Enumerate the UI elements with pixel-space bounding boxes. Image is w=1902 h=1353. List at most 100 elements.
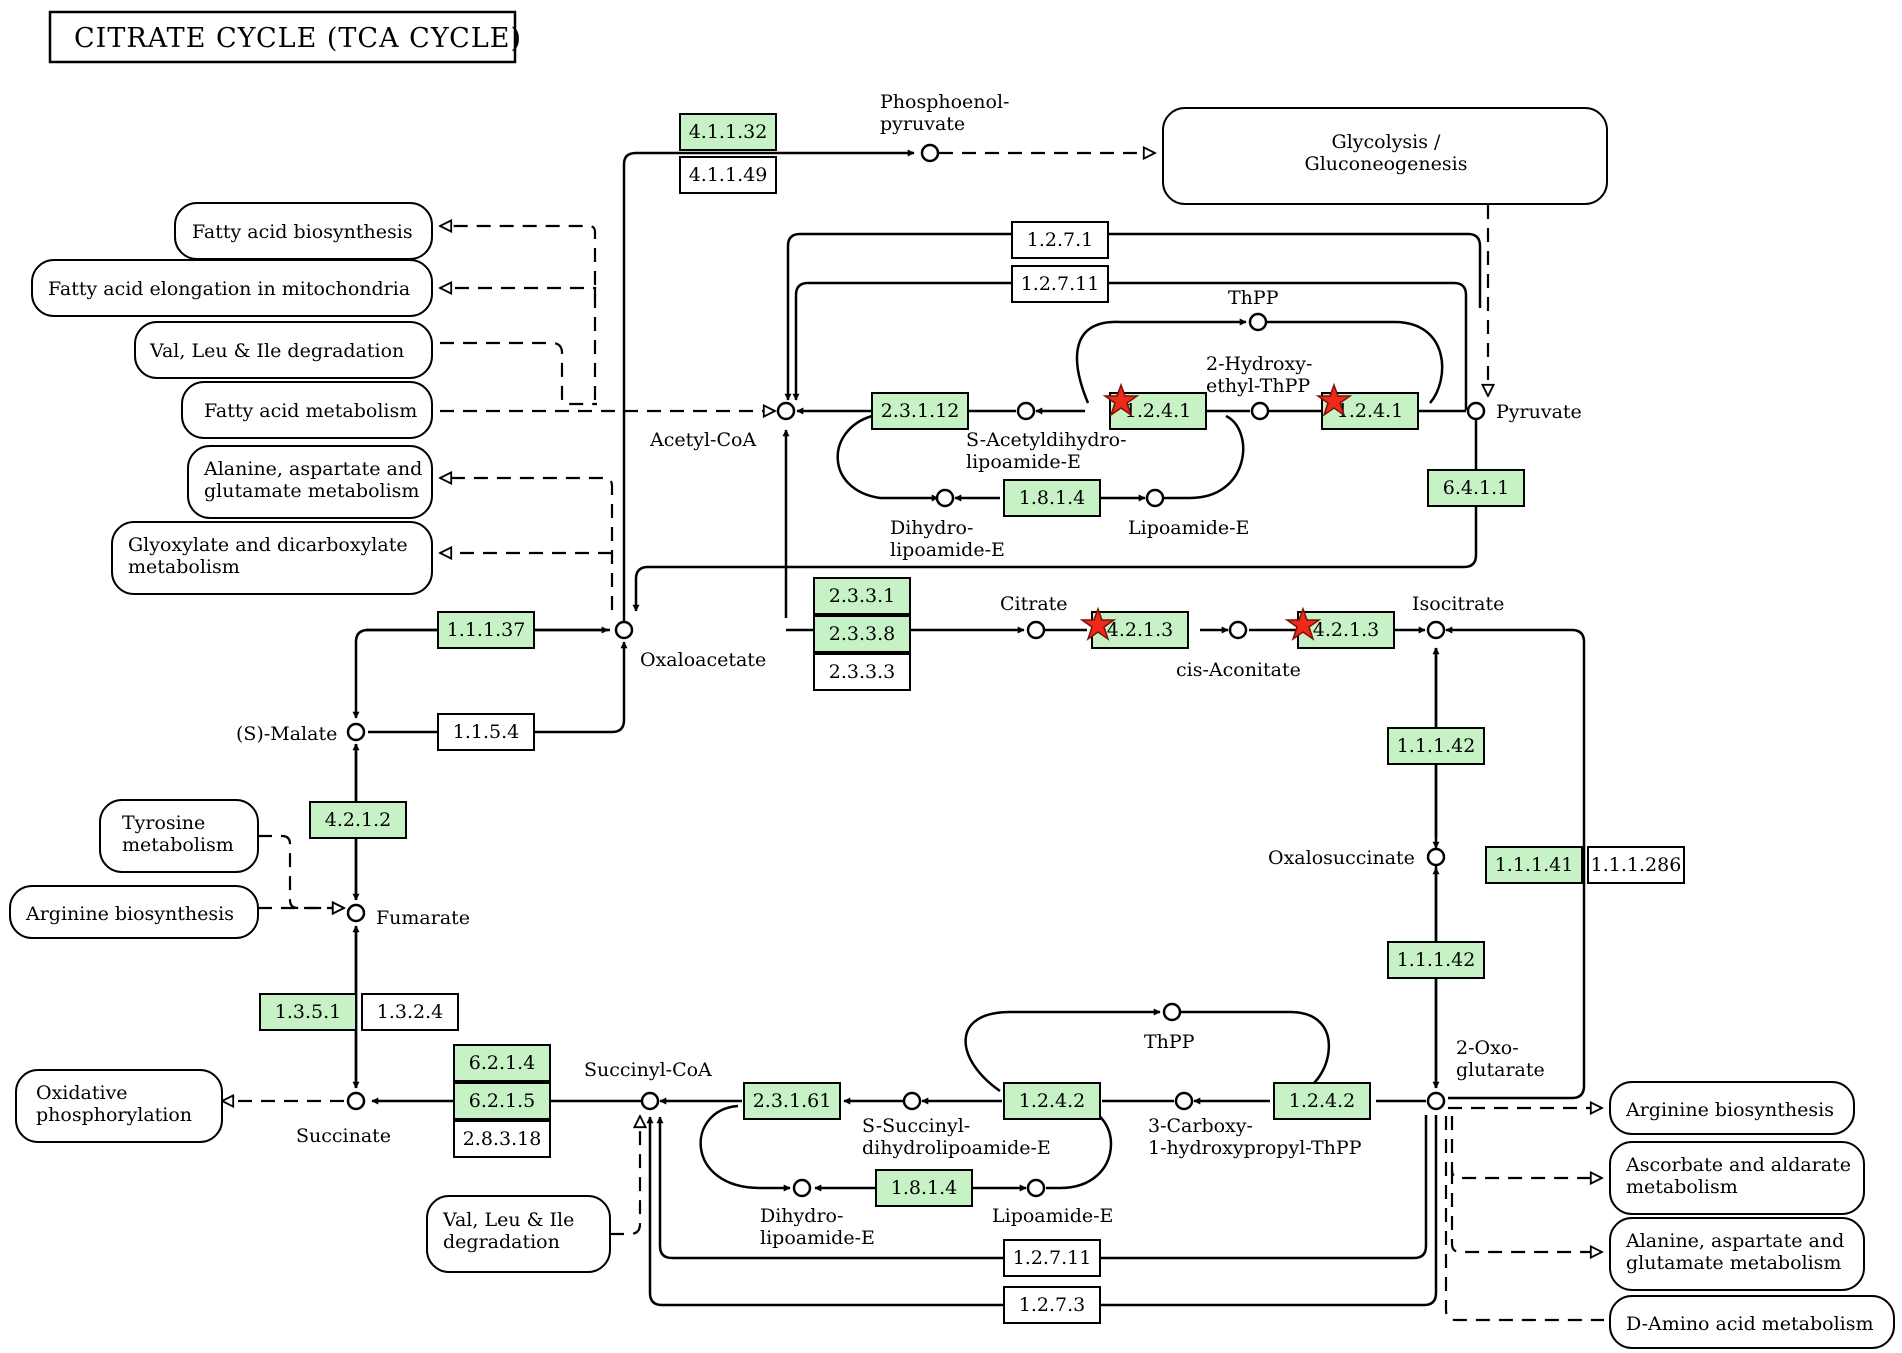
pathway-arginine-right[interactable]: Arginine biosynthesis <box>1609 1081 1855 1135</box>
enzyme-box[interactable]: 2.8.3.18 <box>453 1120 551 1158</box>
compound-nodes <box>346 143 1486 1198</box>
enzyme-boxes: 4.1.1.32 4.1.1.49 1.2.7.1 1.2.7.11 2.3.1… <box>259 113 1685 1324</box>
enzyme-box[interactable]: 2.3.3.3 <box>813 653 911 691</box>
compound-node-citrate[interactable] <box>1026 620 1046 640</box>
enzyme-box[interactable]: 1.1.1.37 <box>437 611 535 649</box>
enzyme-label: 1.2.4.1 <box>1337 400 1403 422</box>
compound-node-cis-aconitate[interactable] <box>1228 620 1248 640</box>
enzyme-box[interactable]: 1.1.1.286 <box>1587 846 1685 884</box>
enzyme-box[interactable]: 1.1.1.42 <box>1387 727 1485 765</box>
compound-node-carboxy-thpp[interactable] <box>1174 1091 1194 1111</box>
map-title: CITRATE CYCLE (TCA CYCLE) <box>48 10 521 64</box>
pathway-d-amino-acid[interactable]: D-Amino acid metabolism <box>1609 1295 1895 1349</box>
enzyme-box[interactable]: 1.1.1.42 <box>1387 941 1485 979</box>
compound-node-fumarate[interactable] <box>346 903 366 923</box>
compound-node-lipoamide-top[interactable] <box>1145 488 1165 508</box>
compound-node-dihydrolipoamide-bottom[interactable] <box>792 1178 812 1198</box>
enzyme-box[interactable]: 1.1.5.4 <box>437 713 535 751</box>
compound-node-pyruvate[interactable] <box>1466 401 1486 421</box>
enzyme-box[interactable]: 1.2.7.11 <box>1011 265 1109 303</box>
compound-node-pep[interactable] <box>920 143 940 163</box>
enzyme-box[interactable]: 2.3.3.1 <box>813 577 911 615</box>
pathway-links <box>222 153 1604 1322</box>
compound-node-lipoamide-bottom[interactable] <box>1026 1178 1046 1198</box>
enzyme-box[interactable]: 6.4.1.1 <box>1427 469 1525 507</box>
enzyme-label: 1.1.1.42 <box>1397 949 1476 971</box>
pathway-fatty-acid-metabolism[interactable]: Fatty acid metabolism <box>181 381 433 439</box>
label-oxaloacetate: Oxaloacetate <box>640 649 766 671</box>
compound-node-acetyl-coa[interactable] <box>776 401 796 421</box>
pathway-fatty-acid-biosynthesis[interactable]: Fatty acid biosynthesis <box>174 202 433 260</box>
enzyme-label: 1.8.1.4 <box>891 1177 957 1199</box>
pathway-glycolysis-label: Glycolysis /Gluconeogenesis <box>1305 131 1468 175</box>
compound-node-hydroxyethyl-thpp[interactable] <box>1250 401 1270 421</box>
star-marker <box>1102 382 1140 417</box>
compound-node-thpp-bottom[interactable] <box>1162 1002 1182 1022</box>
enzyme-label: 2.3.1.12 <box>881 400 960 422</box>
compound-node-oxalosuccinate[interactable] <box>1426 847 1446 867</box>
enzyme-box[interactable]: 1.2.7.3 <box>1003 1286 1101 1324</box>
pathway-arginine-left[interactable]: Arginine biosynthesis <box>9 885 259 939</box>
compound-node-s-malate[interactable] <box>346 722 366 742</box>
compound-node-s-succinyl[interactable] <box>902 1091 922 1111</box>
enzyme-box[interactable]: 1.2.7.11 <box>1003 1239 1101 1277</box>
enzyme-label: 1.1.1.286 <box>1591 854 1682 876</box>
compound-labels: Phosphoenol-pyruvate Acetyl-CoA S-Acetyl… <box>236 91 1582 1249</box>
enzyme-box[interactable]: 6.2.1.4 <box>453 1044 551 1082</box>
compound-node-succinate[interactable] <box>346 1091 366 1111</box>
compound-node-thpp-top[interactable] <box>1248 312 1268 332</box>
enzyme-label: 6.2.1.4 <box>469 1052 535 1074</box>
compound-node-s-acetyl[interactable] <box>1016 401 1036 421</box>
pathway-fatty-acid-elongation-label: Fatty acid elongation in mitochondria <box>48 278 410 300</box>
enzyme-box[interactable]: 1.2.4.2 <box>1273 1082 1371 1120</box>
highlight-markers <box>1079 382 1353 641</box>
enzyme-label: 1.1.1.37 <box>447 619 526 641</box>
compound-node-isocitrate[interactable] <box>1426 620 1446 640</box>
enzyme-box[interactable]: 1.3.5.1 <box>259 993 357 1031</box>
compound-node-oxaloacetate[interactable] <box>614 620 634 640</box>
pathway-val-leu-ile-top[interactable]: Val, Leu & Ile degradation <box>134 321 433 379</box>
enzyme-label: 1.2.7.1 <box>1027 229 1093 251</box>
pathway-fatty-acid-metabolism-label: Fatty acid metabolism <box>204 400 417 422</box>
enzyme-label: 1.2.7.11 <box>1021 273 1100 295</box>
enzyme-box[interactable]: 1.1.1.41 <box>1485 846 1583 884</box>
enzyme-box[interactable]: 4.2.1.2 <box>309 801 407 839</box>
pathway-val-leu-ile-top-label: Val, Leu & Ile degradation <box>149 340 404 362</box>
enzyme-label: 6.4.1.1 <box>1443 477 1509 499</box>
label-carboxy-thpp: 3-Carboxy-1-hydroxypropyl-ThPP <box>1148 1115 1362 1159</box>
compound-node-oxoglutarate[interactable] <box>1426 1091 1446 1111</box>
enzyme-label: 4.2.1.3 <box>1313 619 1379 641</box>
pathway-glycolysis[interactable]: Glycolysis /Gluconeogenesis <box>1162 107 1608 205</box>
enzyme-box[interactable]: 2.3.1.12 <box>871 392 969 430</box>
enzyme-box[interactable]: 4.2.1.3 <box>1091 611 1189 649</box>
compound-node-succinyl-coa[interactable] <box>640 1091 660 1111</box>
enzyme-box[interactable]: 1.8.1.4 <box>1003 479 1101 517</box>
pathway-fatty-acid-elongation[interactable]: Fatty acid elongation in mitochondria <box>31 259 433 317</box>
compound-node-dihydrolipoamide-top[interactable] <box>935 488 955 508</box>
enzyme-box[interactable]: 4.2.1.3 <box>1297 611 1395 649</box>
enzyme-box[interactable]: 2.3.3.8 <box>813 615 911 653</box>
label-dihydrolipoamide-top: Dihydro-lipoamide-E <box>890 517 1005 561</box>
enzyme-box[interactable]: 1.2.4.2 <box>1003 1082 1101 1120</box>
enzyme-label: 1.2.4.2 <box>1289 1090 1355 1112</box>
enzyme-box[interactable]: 4.1.1.49 <box>679 156 777 194</box>
enzyme-box[interactable]: 1.3.2.4 <box>361 993 459 1031</box>
enzyme-box[interactable]: 6.2.1.5 <box>453 1082 551 1120</box>
enzyme-box[interactable]: 2.3.1.61 <box>743 1082 841 1120</box>
enzyme-box[interactable]: 1.8.1.4 <box>875 1169 973 1207</box>
enzyme-box[interactable]: 1.2.7.1 <box>1011 221 1109 259</box>
enzyme-box[interactable]: 4.1.1.32 <box>679 113 777 151</box>
label-s-acetyl: S-Acetyldihydro-lipoamide-E <box>966 429 1127 473</box>
